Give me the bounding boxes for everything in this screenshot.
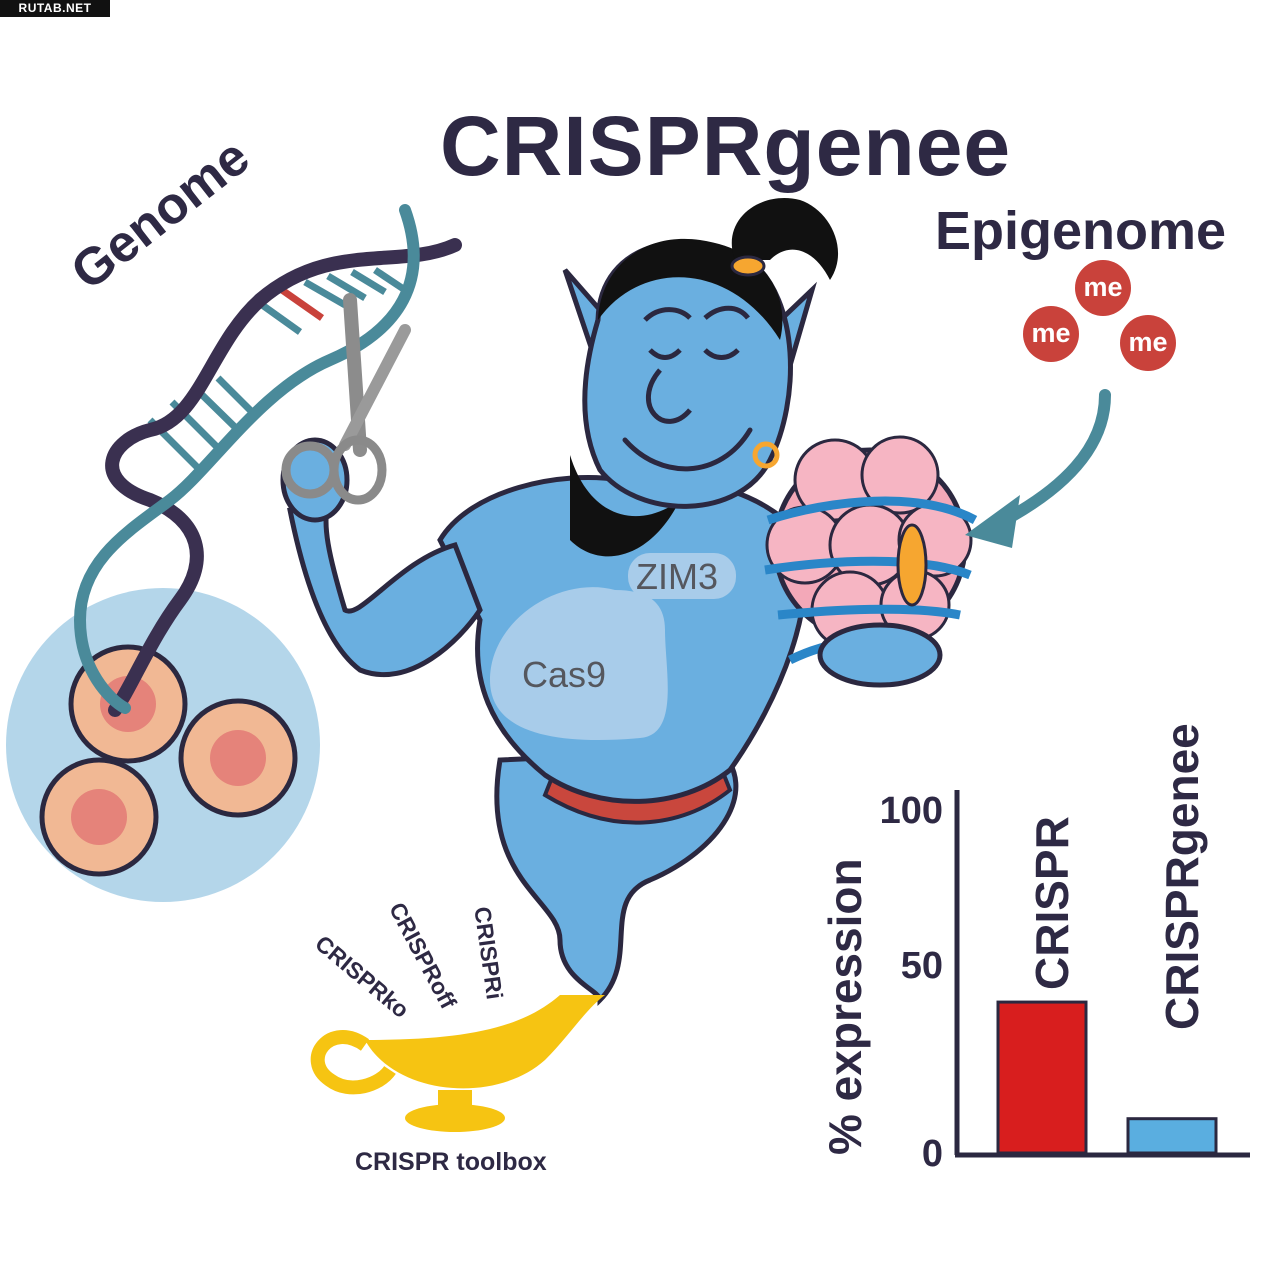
chart-y-tick: 100 bbox=[879, 790, 943, 832]
toolbox-label: CRISPR toolbox bbox=[355, 1148, 547, 1176]
dna-helix bbox=[73, 204, 462, 717]
watermark-badge: RUTAB.NET bbox=[0, 0, 110, 17]
cas9-heart bbox=[490, 587, 668, 740]
chart-y-tick: 50 bbox=[900, 945, 943, 987]
genie-left-arm bbox=[287, 496, 483, 678]
cell-nucleus bbox=[71, 789, 127, 845]
cas9-label: Cas9 bbox=[522, 654, 607, 695]
chromatin-icon bbox=[764, 435, 978, 665]
expression-chart bbox=[954, 790, 1250, 1158]
zim3-label: ZIM3 bbox=[636, 556, 719, 597]
bar-crisprgenee bbox=[1126, 1117, 1218, 1155]
bar-label-crisprgenee: CRISPRgenee bbox=[1156, 723, 1208, 1030]
chart-y-label: % expression bbox=[819, 858, 871, 1155]
page-title: CRISPRgenee bbox=[440, 99, 1012, 193]
methyl-mark: me bbox=[1023, 306, 1079, 362]
methyl-mark: me bbox=[1075, 260, 1131, 316]
zim3-badge bbox=[628, 553, 736, 599]
magic-lamp-icon bbox=[310, 995, 605, 1132]
scissors-icon bbox=[281, 293, 411, 505]
cell-nucleus bbox=[210, 730, 266, 786]
methyl-mark: me bbox=[1120, 315, 1176, 371]
bar-label-crispr: CRISPR bbox=[1026, 816, 1078, 990]
genie-head bbox=[562, 198, 839, 509]
genie-right-hand bbox=[817, 622, 943, 688]
arrow-head-icon bbox=[965, 495, 1020, 548]
epigenome-label: Epigenome bbox=[935, 201, 1227, 261]
genie-beard bbox=[570, 455, 680, 557]
epigenome-arrow bbox=[999, 389, 1111, 526]
bar-crispr bbox=[996, 1000, 1088, 1155]
chart-y-tick: 0 bbox=[921, 1133, 943, 1175]
